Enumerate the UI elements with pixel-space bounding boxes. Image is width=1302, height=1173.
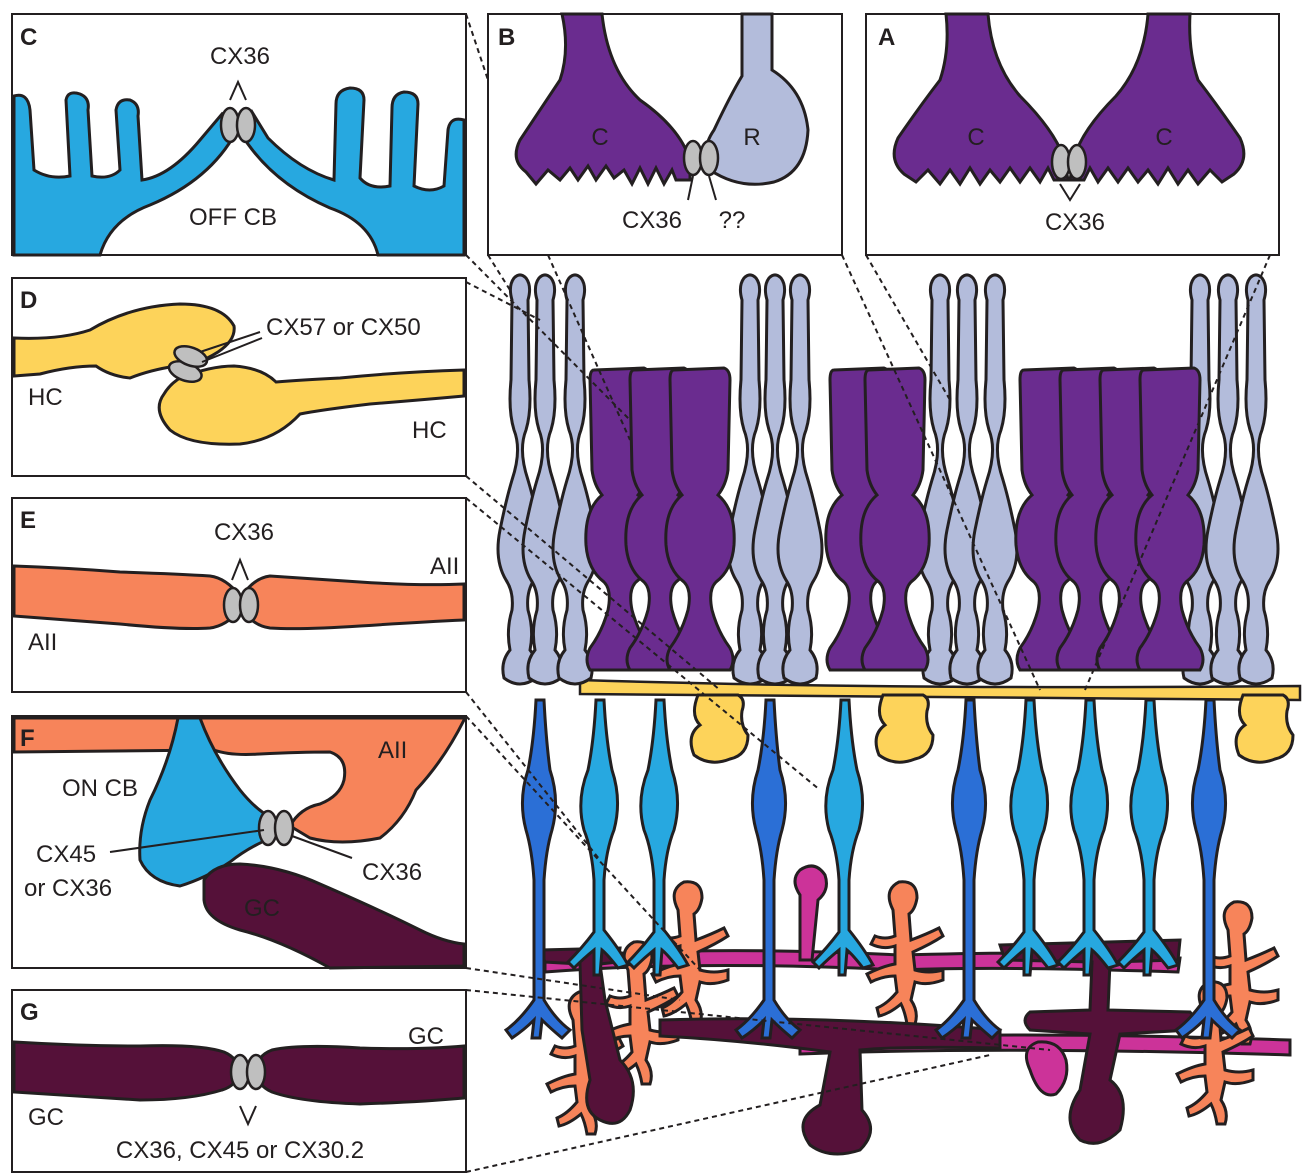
- panel-g-gc-right-label: GC: [408, 1023, 444, 1050]
- panel-b-letter: B: [498, 24, 515, 51]
- horizontal-cells: [580, 680, 1300, 762]
- panel-d-hc-right-label: HC: [412, 417, 447, 444]
- aii-process-e: [14, 566, 240, 629]
- panel-c: C CX36 OFF CB: [12, 14, 466, 255]
- panel-d-hc-left-label: HC: [28, 384, 63, 411]
- panel-f-junction-left-label-1: CX45: [36, 841, 96, 868]
- panel-b: B C R CX36 ??: [488, 14, 842, 255]
- panel-a-cone-left-label: C: [967, 124, 984, 151]
- panel-e-letter: E: [20, 507, 36, 534]
- panel-f-letter: F: [20, 725, 35, 752]
- panel-c-junction-label: CX36: [210, 43, 270, 70]
- panel-b-rod-label: R: [743, 124, 760, 151]
- panel-c-cell-label: OFF CB: [189, 204, 277, 231]
- panel-e-aii-left-label: AII: [28, 629, 57, 656]
- panel-g: G GC GC CX36, CX45 or CX30.2: [12, 990, 466, 1172]
- cone-photoreceptors: [586, 368, 1204, 670]
- panel-g-gc-left-label: GC: [28, 1104, 64, 1131]
- panel-f-junction-left-label-2: or CX36: [24, 875, 112, 902]
- panel-e-aii-right-label: AII: [430, 553, 459, 580]
- gc-process-g-left: [14, 1042, 240, 1100]
- gc-process-g-right: [256, 1046, 464, 1104]
- panel-d-junction-label: CX57 or CX50: [266, 314, 421, 341]
- panel-f-gc-label: GC: [244, 895, 280, 922]
- panel-b-junction-left-label: CX36: [622, 207, 682, 234]
- panel-b-cone-label: C: [591, 124, 608, 151]
- panel-f-junction-right-label: CX36: [362, 859, 422, 886]
- panel-f-aii-label: AII: [378, 737, 407, 764]
- panel-g-junction-label: CX36, CX45 or CX30.2: [116, 1137, 364, 1164]
- panel-a-letter: A: [878, 24, 895, 51]
- panel-a-junction-label: CX36: [1045, 209, 1105, 236]
- panel-b-junction-right-label: ??: [719, 207, 746, 234]
- retina-illustration: [498, 275, 1300, 1154]
- panel-d: D CX57 or CX50 HC HC: [12, 278, 466, 476]
- panel-g-letter: G: [20, 999, 39, 1026]
- panel-a: A C C CX36: [866, 14, 1279, 255]
- panel-f: F ON CB AII CX45 or CX36 CX36 GC: [12, 716, 466, 968]
- panel-d-letter: D: [20, 287, 37, 314]
- panel-c-letter: C: [20, 24, 37, 51]
- panel-a-cone-right-label: C: [1155, 124, 1172, 151]
- bipolar-cells: [506, 700, 1240, 1038]
- panel-e-junction-label: CX36: [214, 519, 274, 546]
- panel-f-on-cb-label: ON CB: [62, 775, 138, 802]
- panel-e: E CX36 AII AII: [12, 498, 466, 692]
